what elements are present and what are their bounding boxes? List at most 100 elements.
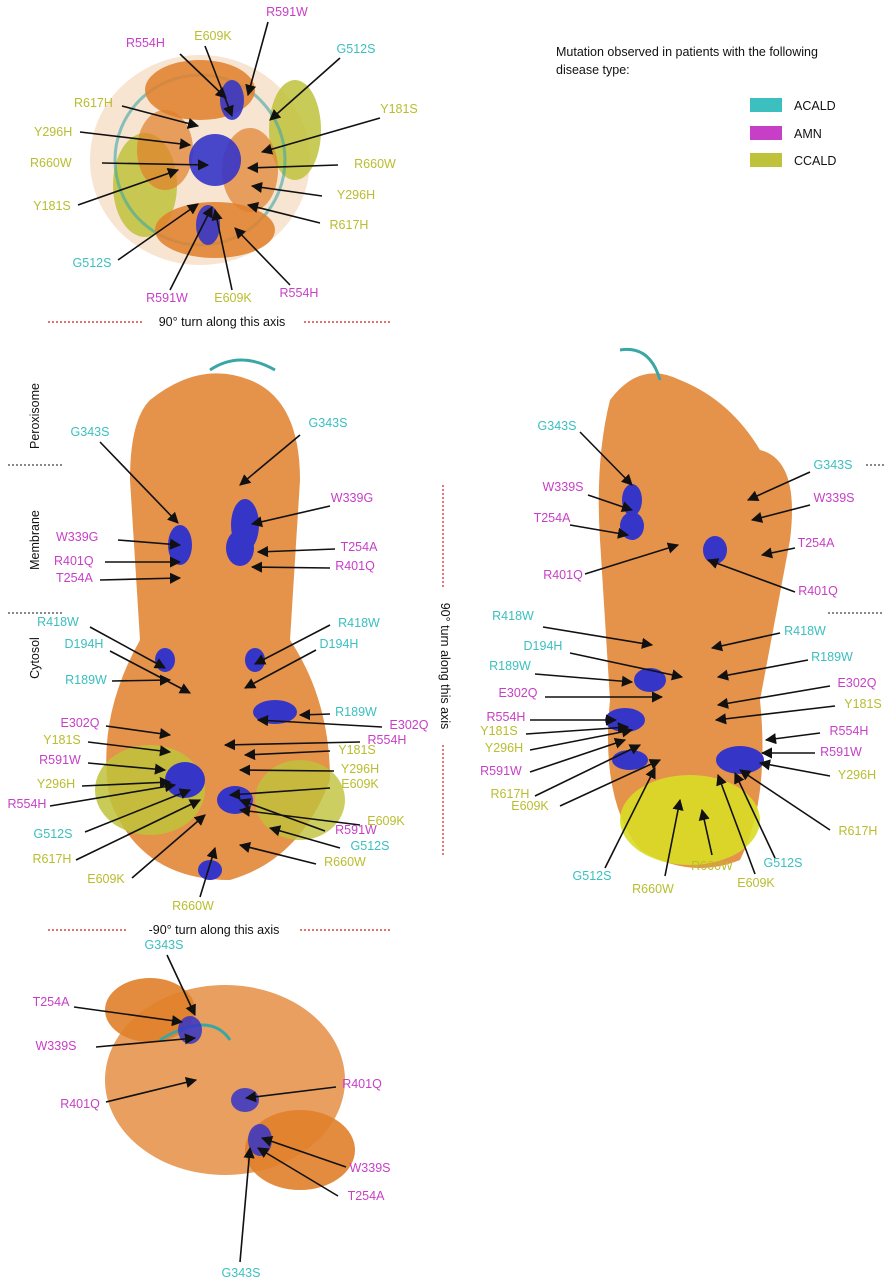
legend-swatch-acald xyxy=(750,98,782,112)
mutation-label-y181s: Y181S xyxy=(338,743,376,757)
mutation-label-r418w: R418W xyxy=(37,615,79,629)
mutation-label-e302q: E302Q xyxy=(61,716,100,730)
mutation-label-g343s: G343S xyxy=(309,416,348,430)
mutation-label-g512s: G512S xyxy=(351,839,390,853)
mutation-label-g343s: G343S xyxy=(145,938,184,952)
mutation-arrow xyxy=(760,547,796,559)
mutation-label-y181s: Y181S xyxy=(33,199,71,213)
mutation-label-y296h: Y296H xyxy=(838,768,876,782)
region-cytosol: Cytosol xyxy=(28,637,42,679)
mutation-label-e609k: E609K xyxy=(341,777,379,791)
mutation-label-g512s: G512S xyxy=(573,869,612,883)
mutation-label-r189w: R189W xyxy=(811,650,853,664)
axis-note-bottom: -90° turn along this axis xyxy=(149,923,280,937)
mutation-arrow xyxy=(569,652,684,681)
mutation-label-r660w: R660W xyxy=(632,882,674,896)
mutation-arrow xyxy=(758,759,831,777)
mutation-arrow xyxy=(49,781,177,807)
mutation-arrow xyxy=(111,674,172,686)
mutation-label-w339s: W339S xyxy=(36,1039,77,1053)
mutation-arrow xyxy=(764,732,821,745)
mutation-arrow xyxy=(79,131,192,150)
mutation-label-g343s: G343S xyxy=(71,425,110,439)
mutation-label-r189w: R189W xyxy=(335,705,377,719)
mutation-label-r617h: R617H xyxy=(839,824,878,838)
mutation-arrow xyxy=(256,714,383,728)
mutation-label-g512s: G512S xyxy=(73,256,112,270)
mutation-label-t254a: T254A xyxy=(534,511,571,525)
mutation-arrow xyxy=(204,45,234,118)
mutation-arrow xyxy=(131,814,206,879)
mutation-arrow xyxy=(101,159,210,171)
mutation-arrow xyxy=(238,805,361,826)
mutation-label-e302q: E302Q xyxy=(838,676,877,690)
mutation-label-r189w: R189W xyxy=(489,659,531,673)
mutation-label-r554h: R554H xyxy=(368,733,407,747)
mutation-label-y181s: Y181S xyxy=(480,724,518,738)
mutation-arrow xyxy=(750,504,811,523)
mutation-label-r401q: R401Q xyxy=(60,1097,100,1111)
mutation-arrow xyxy=(542,626,654,649)
mutation-arrow xyxy=(260,1135,347,1168)
axis-note-top: 90° turn along this axis xyxy=(159,315,286,329)
axis-note-right: 90° turn along this axis xyxy=(438,603,452,730)
mutation-label-r591w: R591W xyxy=(146,291,188,305)
mutation-arrow xyxy=(710,632,781,652)
mutation-label-y296h: Y296H xyxy=(337,188,375,202)
mutation-label-e609k: E609K xyxy=(87,872,125,886)
mutation-arrow xyxy=(714,705,836,725)
mutation-label-r617h: R617H xyxy=(33,852,72,866)
mutation-arrow xyxy=(199,846,218,898)
mutation-arrow xyxy=(257,1147,339,1197)
mutation-label-w339s: W339S xyxy=(350,1161,391,1175)
mutation-arrow xyxy=(77,168,180,206)
mutation-label-r418w: R418W xyxy=(492,609,534,623)
mutation-arrow xyxy=(89,626,166,669)
mutation-arrow xyxy=(254,624,331,665)
mutation-arrow xyxy=(256,546,336,558)
mutation-arrow xyxy=(245,21,269,97)
mutation-label-g512s: G512S xyxy=(34,827,73,841)
mutation-arrow xyxy=(84,788,192,833)
mutation-arrow xyxy=(298,709,331,721)
mutation-label-r660w: R660W xyxy=(172,899,214,913)
mutation-arrow xyxy=(706,558,796,593)
mutation-arrow xyxy=(529,726,634,751)
mutation-label-e609k: E609K xyxy=(194,29,232,43)
mutation-label-r660w: R660W xyxy=(324,855,366,869)
legend-label-ccald: CCALD xyxy=(794,154,836,168)
axis-annotations: 90° turn along this axis -90° turn along… xyxy=(8,312,884,938)
mutation-label-t254a: T254A xyxy=(798,536,835,550)
mutation-label-r617h: R617H xyxy=(330,218,369,232)
mutation-arrow xyxy=(211,208,233,291)
mutation-arrow xyxy=(234,227,291,286)
mutation-arrow xyxy=(75,799,202,861)
structure-side-view xyxy=(95,358,345,880)
mutation-label-w339s: W339S xyxy=(814,491,855,505)
legend-swatch-amn xyxy=(750,126,782,140)
mutation-arrow xyxy=(716,773,756,875)
mutation-arrow xyxy=(525,722,630,735)
mutation-label-r660w: R660W xyxy=(30,156,72,170)
mutation-arrow xyxy=(81,776,172,789)
mutation-label-r401q: R401Q xyxy=(798,584,838,598)
mutation-arrow xyxy=(223,739,361,751)
mutation-arrow xyxy=(746,471,811,501)
mutation-label-r591w: R591W xyxy=(480,764,522,778)
mutation-label-y181s: Y181S xyxy=(380,102,418,116)
mutation-label-r554h: R554H xyxy=(8,797,47,811)
mutation-label-y181s: Y181S xyxy=(844,697,882,711)
mutation-arrow xyxy=(238,842,317,865)
mutation-label-g512s: G512S xyxy=(337,42,376,56)
mutation-arrow xyxy=(534,673,634,687)
mutation-arrow xyxy=(246,162,339,174)
mutation-arrow xyxy=(99,441,179,524)
mutation-label-e302q: E302Q xyxy=(499,686,538,700)
mutation-arrow xyxy=(95,1033,197,1048)
mutation-label-g512s: G512S xyxy=(764,856,803,870)
mutation-label-r554h: R554H xyxy=(487,710,526,724)
mutation-label-t254a: T254A xyxy=(341,540,378,554)
mutation-label-r591w: R591W xyxy=(820,745,862,759)
